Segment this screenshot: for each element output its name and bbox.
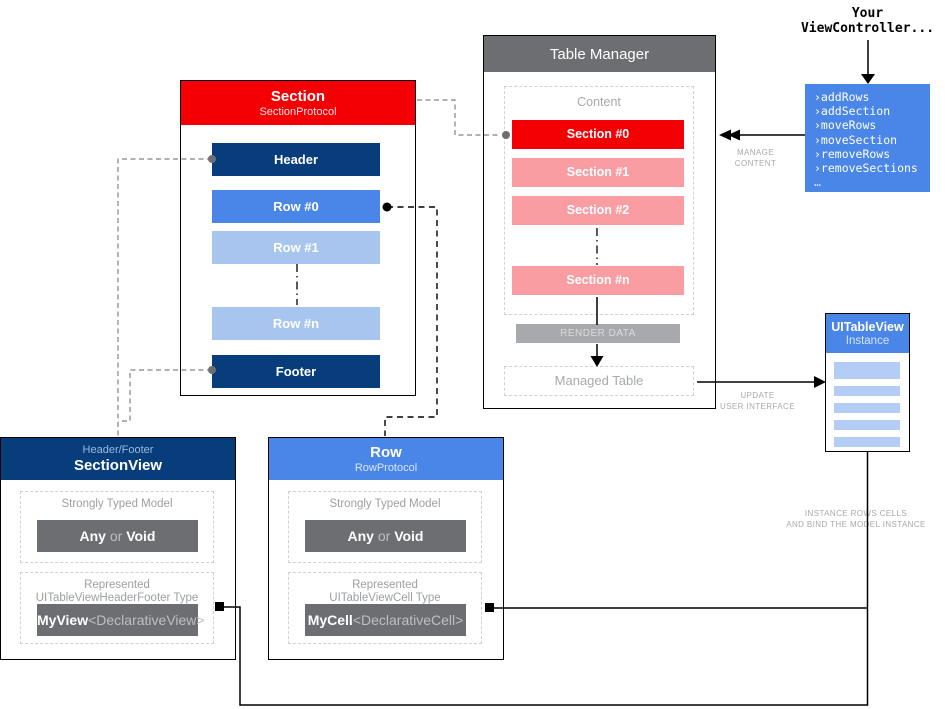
any-label: Any [79, 528, 106, 544]
uitableview-row [834, 386, 900, 396]
uitableview-row [834, 403, 900, 413]
row-box-subtitle: RowProtocol [354, 461, 418, 474]
view-controller-line1: Your [851, 6, 884, 21]
manage-content-line1: MANAGE [736, 148, 775, 157]
table-manager-title: Table Manager [549, 45, 650, 63]
method-ellipsis: … [814, 175, 821, 190]
section-view-model-area: Strongly Typed Model Any or Void [20, 491, 214, 563]
method-add-rows: ›addRows [814, 90, 870, 104]
section-2-item: Section #2 [512, 196, 684, 225]
section-box-header: Section SectionProtocol [181, 81, 415, 125]
uitableview-row [834, 420, 900, 430]
managed-table-area: Managed Table [504, 366, 694, 396]
update-ui-line1: UPDATE [740, 391, 775, 400]
or-label: or [105, 528, 127, 544]
section-box: Section SectionProtocol Header Row #0 Ro… [180, 80, 416, 396]
row-box: Row RowProtocol Strongly Typed Model Any… [268, 437, 504, 660]
section-view-represented-area: Represented UITableViewHeaderFooter Type… [20, 572, 214, 644]
section-view-header: Header/Footer SectionView [1, 438, 235, 480]
row-repr-line1: Represented [352, 579, 418, 591]
any-label: Any [347, 528, 374, 544]
update-ui-label: UPDATE USER INTERFACE [700, 390, 815, 412]
uitableview-row [834, 437, 900, 447]
row-model-value: Any or Void [305, 520, 466, 552]
view-controller-line2: ViewController... [800, 21, 935, 36]
section-view-repr-line2: UITableViewHeaderFooter Type [35, 592, 199, 604]
section-view-model-label: Strongly Typed Model [61, 498, 173, 510]
uitableview-header: UITableView Instance [826, 314, 909, 353]
section-view-supertitle: Header/Footer [82, 443, 154, 456]
table-manager-methods-box: ›addRows ›addSection ›moveRows ›moveSect… [805, 84, 930, 192]
managed-table-label: Managed Table [554, 373, 644, 388]
section-view-title: SectionView [73, 456, 163, 474]
section-box-subtitle: SectionProtocol [259, 105, 337, 118]
section-view-repr-line1: Represented [84, 579, 150, 591]
or-label: or [373, 528, 395, 544]
void-label: Void [126, 528, 156, 544]
row-represented-area: Represented UITableViewCell Type MyCell<… [288, 572, 482, 644]
myview-label: MyView [37, 612, 89, 628]
section-rown-bar: Row #n [212, 307, 380, 340]
instance-rows-label: INSTANCE ROWS CELLS AND BIND THE MODEL I… [770, 508, 942, 530]
uitableview-title: UITableView [831, 319, 904, 334]
declarativeview-label: <DeclarativeView> [88, 612, 205, 628]
manage-content-label: MANAGE CONTENT [713, 147, 798, 169]
arrowhead-left-icon [719, 129, 731, 141]
section-row0-bar: Row #0 [212, 190, 380, 223]
uitableview-box: UITableView Instance [825, 313, 910, 452]
section-view-repr-value: MyView<DeclarativeView> [37, 604, 205, 636]
mycell-label: MyCell [307, 612, 353, 628]
method-remove-sections: ›removeSections [814, 161, 918, 176]
arrowhead-left-icon [728, 129, 740, 141]
method-move-rows: ›moveRows [814, 118, 877, 133]
section-header-bar: Header [212, 143, 380, 176]
row-box-title: Row [370, 443, 402, 461]
row-model-area: Strongly Typed Model Any or Void [288, 491, 482, 563]
section-footer-bar: Footer [212, 355, 380, 388]
method-move-section: ›moveSection [814, 132, 898, 147]
section-view-model-value: Any or Void [37, 520, 198, 552]
content-label: Content [577, 95, 621, 109]
section-n-item: Section #n [512, 266, 684, 295]
arrowhead-down-icon [861, 74, 875, 84]
table-manager-header: Table Manager [484, 36, 715, 72]
section-row1-bar: Row #1 [212, 231, 380, 264]
section-1-item: Section #1 [512, 158, 684, 187]
update-ui-line2: USER INTERFACE [720, 402, 795, 411]
row-model-label: Strongly Typed Model [329, 498, 441, 510]
method-add-section: ›addSection [814, 104, 891, 119]
void-label: Void [394, 528, 424, 544]
section-view-box: Header/Footer SectionView Strongly Typed… [0, 437, 236, 660]
row-box-header: Row RowProtocol [269, 438, 503, 480]
row-repr-value: MyCell<DeclarativeCell> [305, 604, 466, 636]
section-0-item: Section #0 [512, 120, 684, 149]
render-data-bar: RENDER DATA [516, 324, 680, 343]
instance-rows-line2: AND BIND THE MODEL INSTANCE [786, 520, 926, 529]
table-manager-content-area: Content Section #0 Section #1 Section #2… [504, 86, 694, 315]
instance-rows-line1: INSTANCE ROWS CELLS [804, 509, 908, 518]
section-box-title: Section [270, 87, 326, 105]
manage-content-line2: CONTENT [734, 159, 777, 168]
uitableview-subtitle: Instance [845, 334, 890, 347]
uitableview-row [834, 362, 900, 379]
method-remove-rows: ›removeRows [814, 146, 891, 161]
view-controller-label: Your ViewController... [790, 6, 945, 36]
table-manager-box: Table Manager Content Section #0 Section… [483, 35, 716, 409]
declarativecell-label: <DeclarativeCell> [352, 612, 464, 628]
